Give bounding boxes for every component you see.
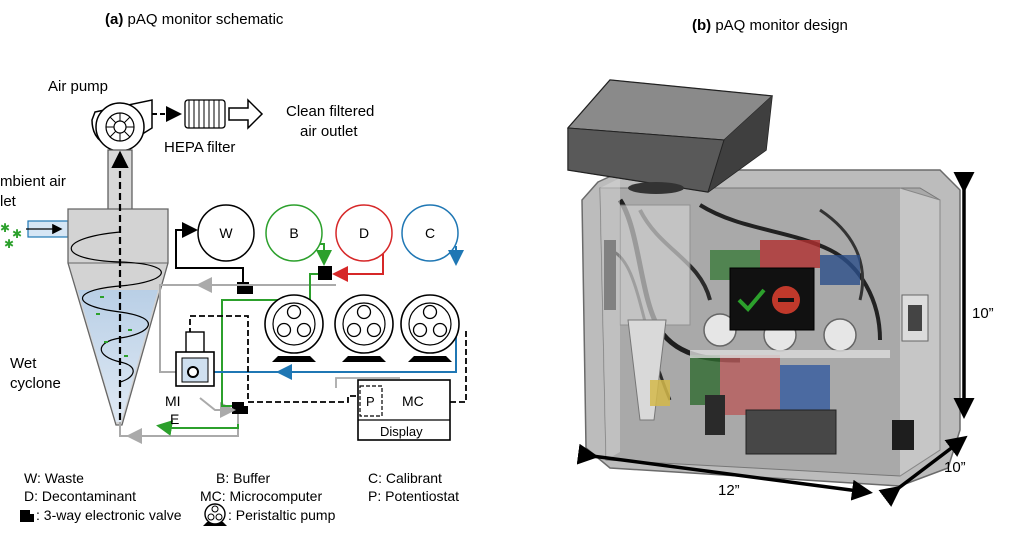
reservoir-d-label: D <box>359 225 369 241</box>
enclosure-render <box>581 169 961 487</box>
width-arrow <box>576 443 873 501</box>
panel-b-title-text: pAQ monitor design <box>711 17 848 34</box>
display-panel <box>729 267 815 331</box>
reservoir-d: D <box>335 204 393 262</box>
panel-b: (b) pAQ monitor design <box>566 17 994 507</box>
reservoir-c: C <box>401 204 459 262</box>
checkmark-icon <box>737 288 766 312</box>
legend-calibrant: C: Calibrant <box>368 470 442 486</box>
controller-box <box>357 379 451 441</box>
svg-text:✱: ✱ <box>12 227 22 241</box>
ambient-label-1: mbient air <box>0 173 66 190</box>
mie-label-1: MI <box>165 393 181 409</box>
outlet-label-2: air outlet <box>300 123 358 140</box>
outlet-arrow-icon <box>228 98 264 130</box>
potentiostat-box-label: P <box>366 394 375 409</box>
panel-b-title: (b) pAQ monitor design <box>692 17 848 34</box>
reservoir-w-label: W <box>219 225 233 241</box>
panel-a: (a) pAQ monitor schematic Air pump Clean… <box>0 11 467 526</box>
panel-a-letter: (a) <box>105 11 123 28</box>
panel-a-title-text: pAQ monitor schematic <box>123 11 284 28</box>
hepa-filter-icon <box>184 99 226 129</box>
wet-label-2: cyclone <box>10 375 61 392</box>
svg-text:✱: ✱ <box>4 237 14 251</box>
legend-potentiostat: P: Potentiostat <box>368 488 459 504</box>
top-fan-box <box>566 79 774 194</box>
air-pump-icon <box>91 99 153 152</box>
wet-cyclone <box>67 208 169 426</box>
valve-top-icon <box>237 282 253 294</box>
legend-valve: : 3-way electronic valve <box>36 507 182 523</box>
reservoir-b-label: B <box>289 225 298 241</box>
height-label: 10” <box>972 305 994 322</box>
outlet-label-1: Clean filtered <box>286 103 374 120</box>
valve-bottom-icon <box>232 402 248 414</box>
grey-line-cross <box>199 397 236 418</box>
reservoir-c-label: C <box>425 225 435 241</box>
peristaltic-pump-2-icon <box>334 294 394 362</box>
legend-pump-icon <box>203 503 227 526</box>
decon-line <box>332 254 384 282</box>
valve-middle-icon <box>318 266 332 280</box>
legend-decontaminant: D: Decontaminant <box>24 488 136 504</box>
reservoir-b: B <box>265 204 323 262</box>
green-line-bottom <box>156 420 239 436</box>
depth-label: 10” <box>944 459 966 476</box>
air-pump-label: Air pump <box>48 78 108 95</box>
control-line-2 <box>248 395 360 403</box>
legend-pump: : Peristaltic pump <box>228 507 336 523</box>
depth-arrow <box>878 435 968 507</box>
legend-waste: W: Waste <box>24 470 84 486</box>
panel-a-title: (a) pAQ monitor schematic <box>105 11 284 28</box>
legend: W: Waste B: Buffer C: Calibrant D: Decon… <box>20 470 459 526</box>
grey-line-right <box>335 377 400 388</box>
buffer-line <box>316 243 332 266</box>
display-box-label: Display <box>380 424 423 439</box>
riser-tube <box>107 149 133 211</box>
svg-text:✱: ✱ <box>0 221 10 235</box>
green-line <box>221 273 318 407</box>
legend-microcomputer: MC: Microcomputer <box>200 488 322 504</box>
mc-box-label: MC <box>402 393 424 409</box>
hepa-label: HEPA filter <box>164 139 235 156</box>
mie-label-2: E <box>170 411 179 427</box>
waste-line <box>175 222 244 282</box>
legend-buffer: B: Buffer <box>216 470 271 486</box>
legend-valve-icon <box>20 510 34 522</box>
ambient-label-2: let <box>0 193 17 210</box>
peristaltic-pump-3-icon <box>400 294 460 362</box>
peristaltic-pump-1-icon <box>264 294 324 362</box>
width-label: 12” <box>718 482 740 499</box>
particle-icons: ✱✱✱ <box>0 221 22 251</box>
control-line-3 <box>450 330 467 403</box>
mie-sensor-icon <box>175 331 215 387</box>
wet-label-1: Wet <box>10 355 37 372</box>
reservoir-w: W <box>197 204 255 262</box>
panel-b-letter: (b) <box>692 17 711 34</box>
